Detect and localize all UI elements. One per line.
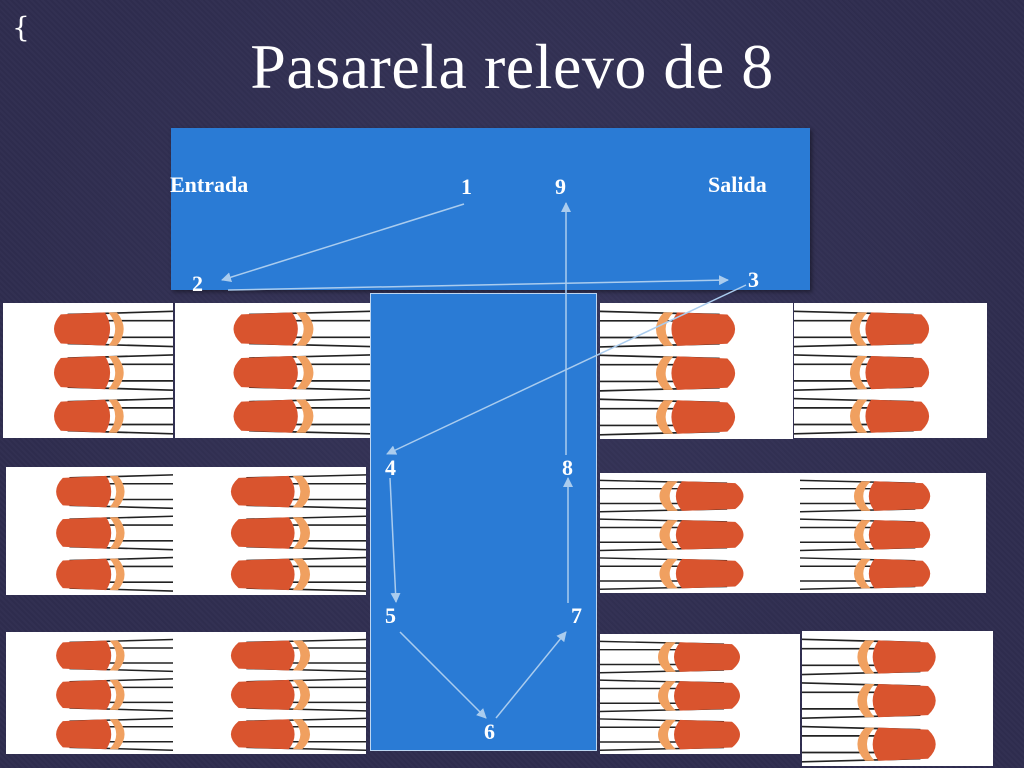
chairs-drawing (794, 310, 930, 435)
chair-block-left-6 (173, 632, 366, 754)
chair-block-right-2 (794, 303, 987, 438)
chair-icon (230, 556, 366, 592)
chair-block-right-5 (600, 634, 800, 754)
chair-icon (230, 515, 366, 551)
chair-icon (800, 479, 931, 513)
chair-icon (600, 557, 744, 591)
chair-icon (600, 310, 736, 348)
chair-icon (600, 640, 740, 674)
chair-block-left-4 (173, 467, 366, 595)
slide-brace-decoration: { (12, 11, 30, 44)
chair-icon (230, 717, 366, 751)
chair-icon (56, 638, 173, 673)
chair-icon (794, 397, 930, 435)
chair-icon (230, 474, 366, 510)
chairs-drawing (600, 310, 736, 436)
chair-icon (56, 678, 173, 712)
chair-icon (802, 725, 936, 763)
point-label-9: 9 (555, 174, 566, 199)
chair-icon (230, 678, 366, 712)
chairs-drawing (600, 479, 744, 591)
route-arrow-5-6 (399, 631, 487, 719)
chair-icon (56, 474, 173, 510)
chair-icon (54, 310, 173, 348)
route-arrow-2-3 (227, 275, 729, 291)
chair-icon (794, 354, 930, 392)
chair-icon (233, 310, 370, 348)
chair-icon (800, 557, 931, 591)
point-label-8: 8 (562, 455, 573, 480)
chair-block-left-3 (6, 467, 173, 595)
route-arrow-6-7 (495, 631, 567, 719)
chair-block-left-2 (175, 303, 370, 438)
chair-icon (800, 518, 931, 552)
runway-area (370, 293, 597, 751)
point-label-4: 4 (385, 455, 396, 480)
chairs-drawing (54, 310, 173, 435)
chair-block-left-1 (3, 303, 173, 438)
chair-icon (56, 515, 173, 551)
chair-icon (230, 638, 366, 673)
slide-title: Pasarela relevo de 8 (250, 31, 774, 102)
point-label-3: 3 (748, 267, 759, 292)
chair-icon (233, 397, 370, 435)
chair-icon (600, 479, 744, 513)
chairs-drawing (56, 638, 173, 751)
salida-label: Salida (708, 172, 767, 197)
chair-icon (600, 718, 740, 752)
chairs-drawing (56, 474, 173, 592)
chair-icon (802, 638, 936, 676)
chair-block-right-6 (802, 631, 993, 766)
chair-icon (600, 354, 736, 392)
entrada-label: Entrada (170, 172, 249, 197)
chair-block-left-5 (6, 632, 173, 754)
chairs-drawing (233, 310, 370, 435)
chairs-drawing (802, 638, 936, 763)
chair-icon (54, 354, 173, 392)
chairs-drawing (230, 474, 366, 592)
point-label-2: 2 (192, 271, 203, 296)
chair-icon (794, 310, 930, 348)
point-label-5: 5 (385, 603, 396, 628)
chair-block-right-3 (600, 473, 805, 593)
chairs-drawing (800, 479, 931, 591)
chair-icon (600, 679, 740, 713)
chair-icon (233, 354, 370, 392)
chair-icon (56, 556, 173, 592)
route-arrow-4-5 (389, 477, 401, 603)
point-label-1: 1 (461, 174, 472, 199)
chair-icon (600, 398, 736, 436)
chair-icon (54, 397, 173, 435)
chair-block-right-1 (600, 303, 793, 439)
point-label-6: 6 (484, 719, 495, 744)
chairs-drawing (230, 638, 366, 751)
chairs-drawing (600, 640, 740, 752)
chair-icon (56, 717, 173, 751)
point-label-7: 7 (571, 603, 582, 628)
chair-icon (600, 518, 744, 552)
chair-block-right-4 (800, 473, 986, 593)
chair-icon (802, 682, 936, 720)
route-arrow-1-2 (221, 203, 465, 283)
